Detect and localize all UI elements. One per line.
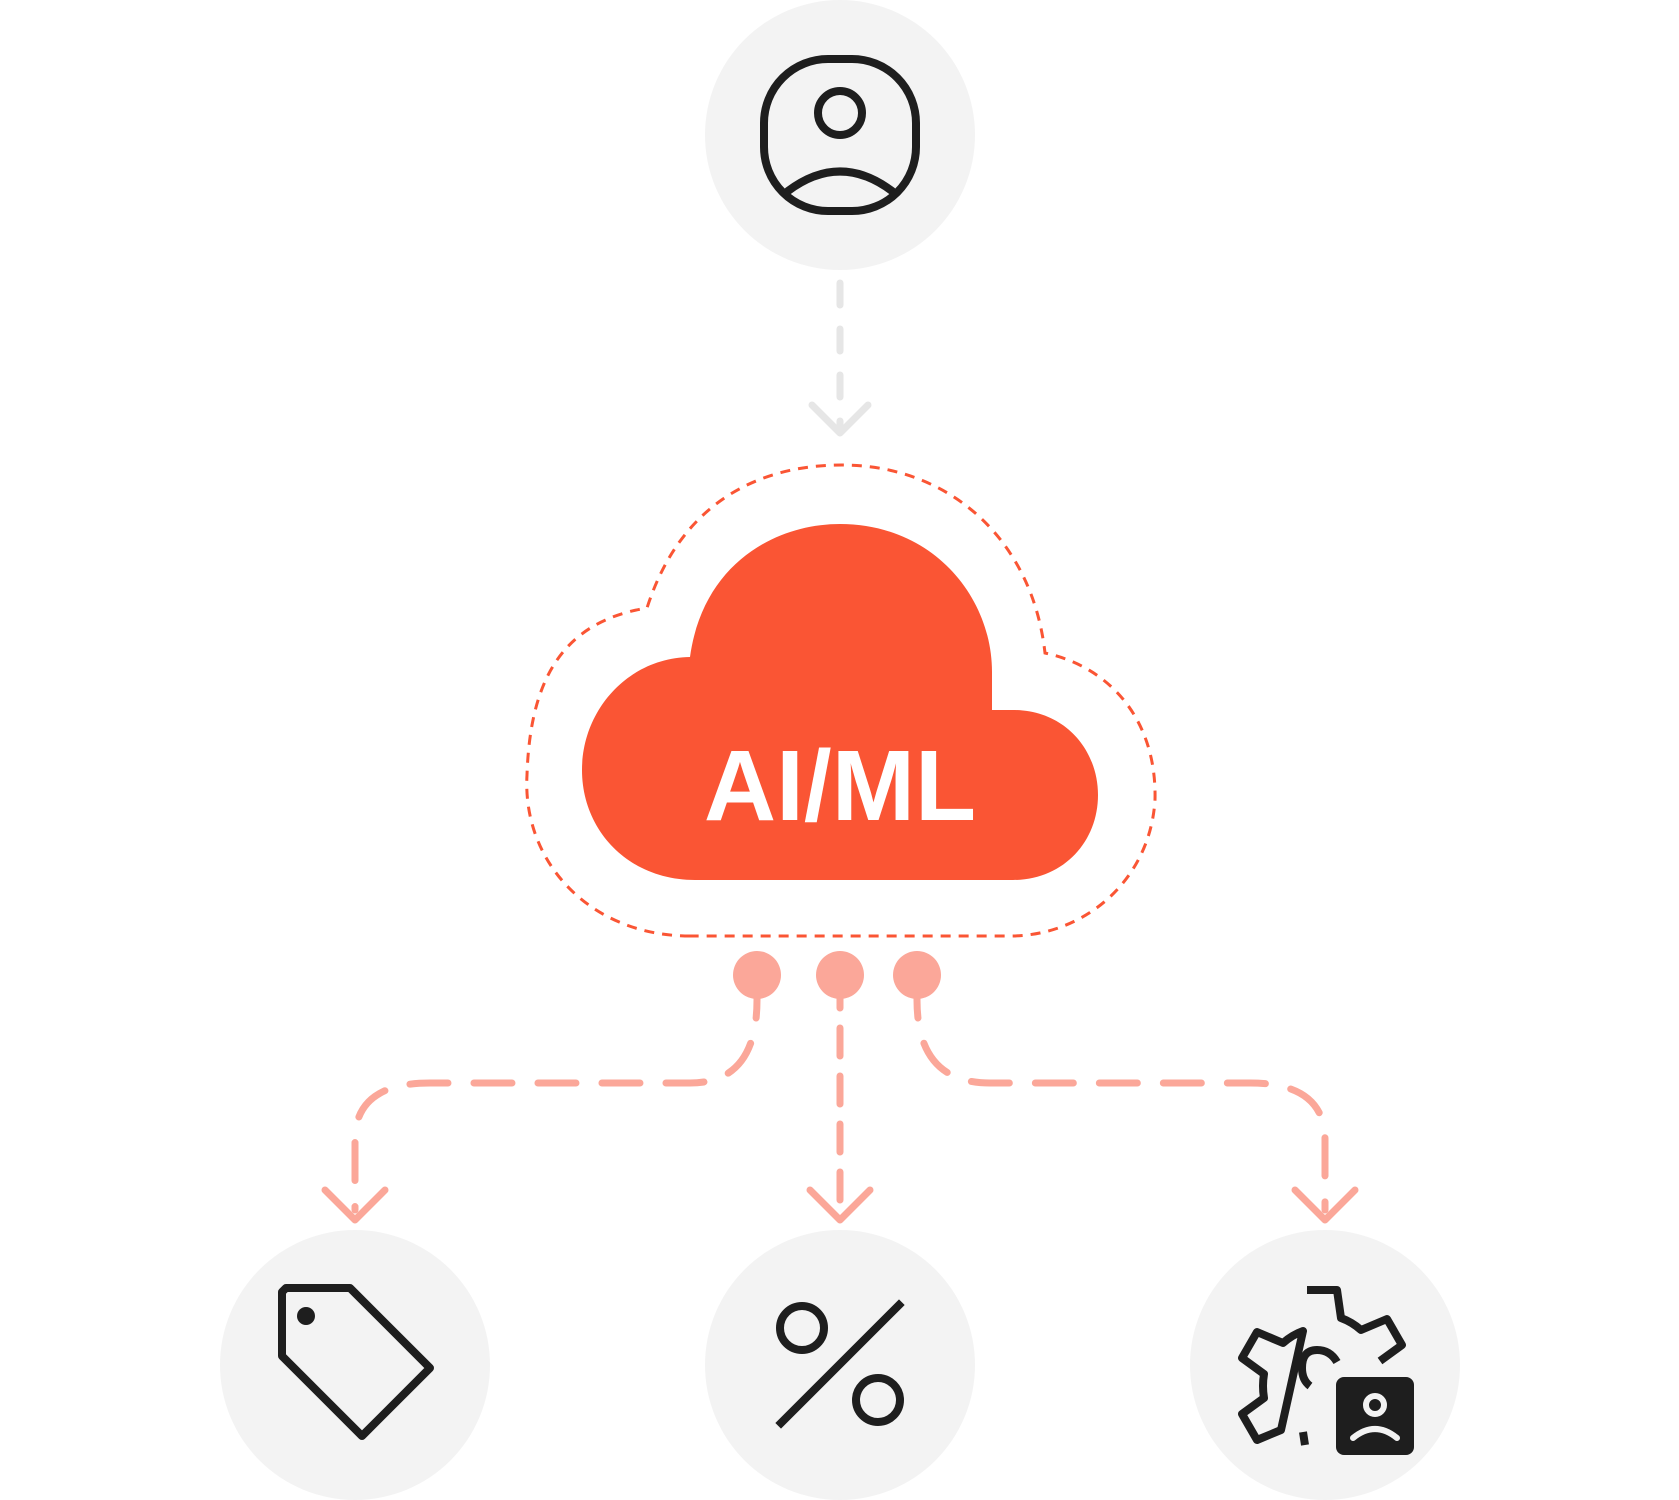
incoming-arrow — [808, 279, 872, 437]
cloud-shape — [582, 524, 1098, 880]
gear-user-icon — [1238, 1286, 1414, 1455]
connector-right — [913, 976, 1329, 1214]
cloud-label: AI/ML — [704, 730, 976, 842]
node-pricing — [220, 1230, 490, 1500]
outgoing-connectors — [321, 976, 1359, 1224]
connector-dot-middle — [816, 951, 864, 999]
node-discount — [705, 1230, 975, 1500]
node-personalization — [1190, 1230, 1460, 1500]
connector-dots — [733, 951, 941, 999]
connector-left — [351, 976, 761, 1214]
connector-middle-arrowhead — [806, 1186, 874, 1224]
node-pricing-background — [220, 1230, 490, 1500]
connector-dot-left — [733, 951, 781, 999]
connector-right-arrowhead — [1291, 1186, 1359, 1224]
node-user — [705, 0, 975, 270]
node-personalization-background — [1190, 1230, 1460, 1500]
connector-left-arrowhead — [321, 1186, 389, 1224]
connector-dot-right — [893, 951, 941, 999]
percent-icon — [775, 1299, 905, 1429]
cloud-dashed-outline — [525, 463, 1157, 938]
ai-ml-cloud: AI/ML — [525, 463, 1157, 938]
user-circle-icon — [760, 55, 920, 215]
price-tag-icon — [278, 1284, 434, 1440]
